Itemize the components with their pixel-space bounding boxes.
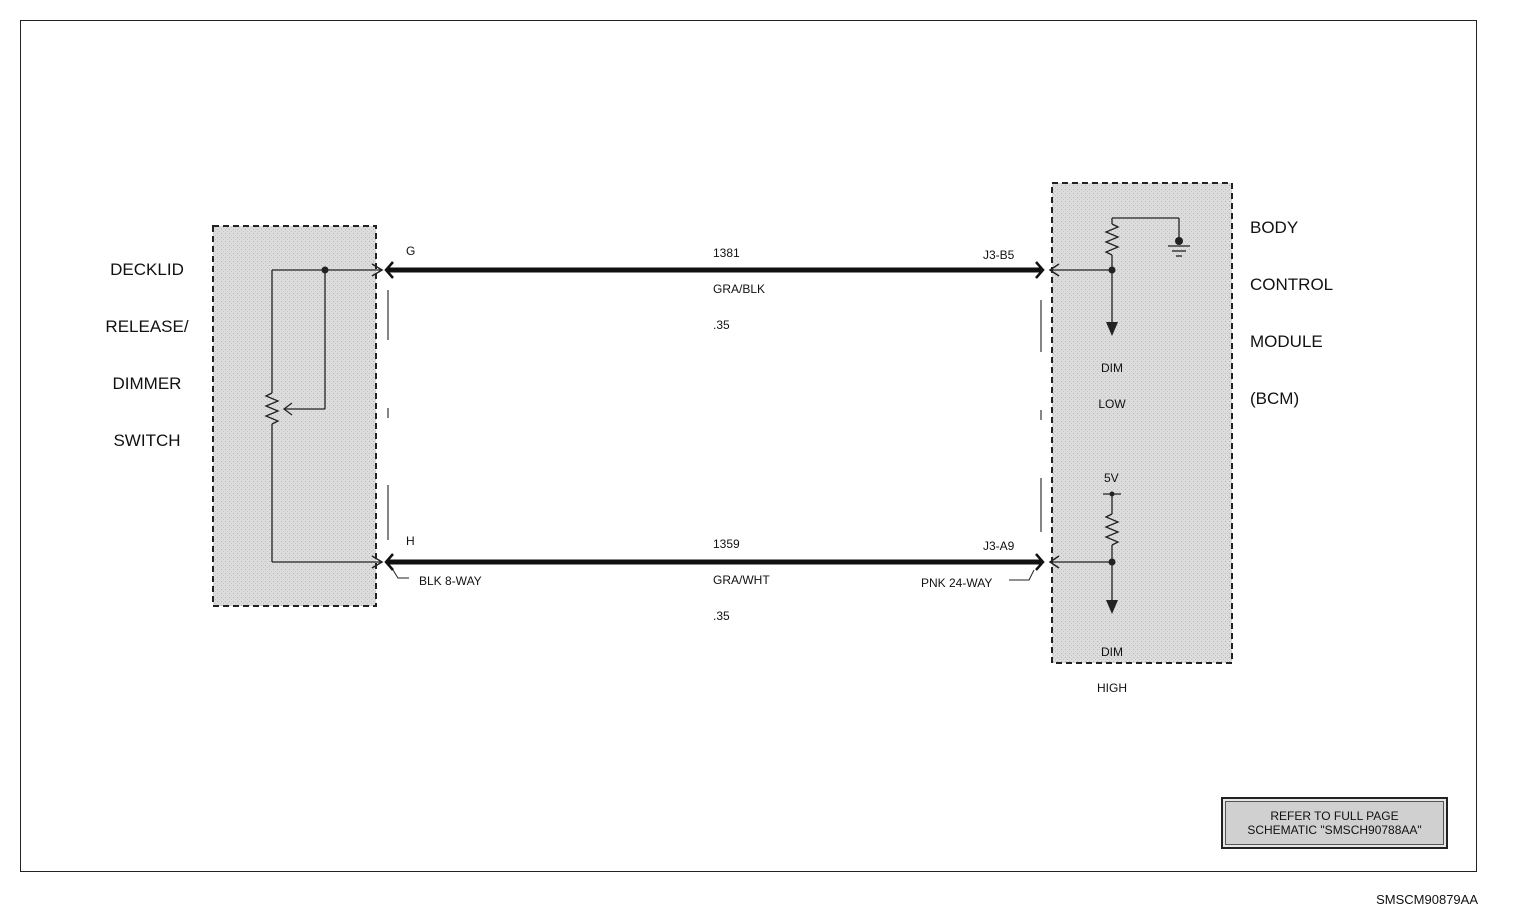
reference-box: REFER TO FULL PAGE SCHEMATIC "SMSCH90788… bbox=[1221, 797, 1448, 849]
wire-1381-label: 1381 GRA/BLK .35 bbox=[713, 246, 766, 332]
wire-1359-label: 1359 GRA/WHT .35 bbox=[713, 537, 770, 623]
right-connector-label: PNK 24-WAY bbox=[921, 576, 993, 590]
bcm-upper-circuit bbox=[1050, 217, 1180, 324]
left-connector bbox=[384, 261, 394, 571]
right-connector bbox=[1035, 261, 1045, 571]
decklid-switch-label: DECKLID RELEASE/ DIMMER SWITCH bbox=[105, 260, 189, 450]
decklid-switch-box bbox=[212, 225, 377, 607]
bcm-lower-junction-dot bbox=[1108, 558, 1116, 566]
ground-junction-dot bbox=[1175, 237, 1183, 245]
dim-high-label: DIM HIGH bbox=[1097, 645, 1127, 695]
reference-line-1: REFER TO FULL PAGE bbox=[1270, 809, 1399, 823]
left-connector-label: BLK 8-WAY bbox=[419, 574, 482, 588]
bcm-lower-circuit bbox=[1050, 493, 1121, 600]
ground-icon bbox=[1168, 245, 1190, 257]
dim-high-arrow-icon bbox=[1106, 600, 1118, 614]
diagram-frame bbox=[20, 20, 1477, 872]
bcm-5v-dot bbox=[1109, 491, 1115, 497]
bcm-upper-junction-dot bbox=[1108, 266, 1116, 274]
bcm-label: BODY CONTROL MODULE (BCM) bbox=[1250, 218, 1334, 408]
figure-code: SMSCM90879AA bbox=[1376, 892, 1478, 907]
decklid-pin-arrows bbox=[371, 263, 384, 569]
bcm-box bbox=[1051, 182, 1233, 664]
pin-j3-a9-label: J3-A9 bbox=[983, 539, 1015, 553]
pnk-24way-leader bbox=[1009, 569, 1035, 581]
reference-line-2: SCHEMATIC "SMSCH90788AA" bbox=[1247, 823, 1422, 837]
supply-5v-label: 5V bbox=[1104, 471, 1119, 485]
dim-low-arrow-icon bbox=[1106, 322, 1118, 336]
pin-h-label: H bbox=[406, 534, 415, 548]
dim-low-label: DIM LOW bbox=[1098, 361, 1126, 411]
decklid-junction-dot bbox=[321, 266, 329, 274]
blk-8way-leader bbox=[392, 569, 409, 579]
pin-j3-b5-label: J3-B5 bbox=[983, 248, 1015, 262]
pin-g-label: G bbox=[406, 244, 416, 258]
